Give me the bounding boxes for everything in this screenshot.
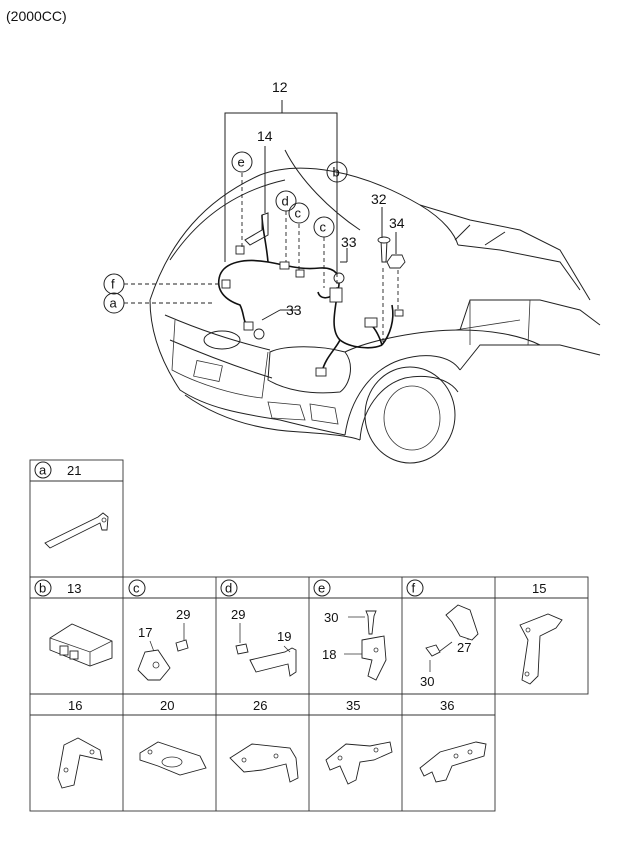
callout-33-lower: 33 xyxy=(286,302,302,318)
part-36-label: 36 xyxy=(440,698,454,713)
circle-callout-f: f xyxy=(103,273,125,295)
part-19-shape xyxy=(249,647,297,677)
part-30-bolt-e xyxy=(365,610,377,635)
leader-lines xyxy=(124,100,399,345)
part-17-shape xyxy=(137,649,171,681)
circle-callout-c-upper: c xyxy=(288,202,310,224)
part-29-bolt-c xyxy=(175,639,189,652)
cell-16: 16 xyxy=(57,698,103,789)
svg-text:a: a xyxy=(110,296,118,311)
badge-shape xyxy=(203,330,241,350)
part-26-shape xyxy=(229,743,299,783)
svg-text:b: b xyxy=(39,581,46,596)
wiring-harness xyxy=(218,212,406,377)
cell-e: e 30 18 xyxy=(313,579,387,681)
part-17-label: 17 xyxy=(138,625,152,640)
svg-text:d: d xyxy=(282,194,289,209)
part-18-shape xyxy=(361,635,387,681)
part-30-label-e: 30 xyxy=(324,610,338,625)
svg-text:d: d xyxy=(225,581,232,596)
cell-c: c 29 17 xyxy=(128,579,190,681)
part-16-label: 16 xyxy=(68,698,82,713)
wheel-inner xyxy=(383,385,441,451)
cell-20: 20 xyxy=(139,698,207,776)
part-18-label: 18 xyxy=(322,647,336,662)
cell-35: 35 xyxy=(325,698,393,785)
part-30-bolt-f xyxy=(425,644,441,657)
part-36-shape xyxy=(419,741,487,783)
parts-grid xyxy=(29,459,589,812)
part-13-label: 13 xyxy=(67,581,81,596)
callout-14: 14 xyxy=(257,128,273,144)
part-29-label-c: 29 xyxy=(176,607,190,622)
svg-text:c: c xyxy=(320,220,327,235)
vehicle-illustration xyxy=(149,149,601,464)
part-21-shape xyxy=(44,512,109,549)
part-21-label: 21 xyxy=(67,463,81,478)
circle-callout-e: e xyxy=(231,151,253,173)
part-15-label: 15 xyxy=(532,581,546,596)
part-35-shape xyxy=(325,741,393,785)
part-27-shape xyxy=(445,604,479,641)
part-15-shape xyxy=(519,613,563,685)
part-29-label-d: 29 xyxy=(231,607,245,622)
callout-33-upper: 33 xyxy=(341,234,357,250)
wheel-outer xyxy=(364,366,456,464)
svg-text:f: f xyxy=(412,581,416,596)
part-29-bolt-d xyxy=(235,643,249,655)
cell-b: b 13 xyxy=(34,579,113,667)
cell-26: 26 xyxy=(229,698,299,783)
cell-d: d 29 19 xyxy=(220,579,297,677)
circle-callout-b: b xyxy=(326,161,348,183)
svg-text:c: c xyxy=(295,206,302,221)
callout-12: 12 xyxy=(272,79,288,95)
svg-text:c: c xyxy=(133,581,140,596)
circle-callout-a: a xyxy=(103,292,125,314)
circle-callout-c-lower: c xyxy=(313,216,335,238)
circle-callout-d: d xyxy=(275,190,297,212)
part-20-label: 20 xyxy=(160,698,174,713)
part-20-shape xyxy=(139,741,207,776)
engine-label: (2000CC) xyxy=(6,8,67,24)
part-27-label: 27 xyxy=(457,640,471,655)
svg-text:f: f xyxy=(111,277,115,292)
part-30-label-f: 30 xyxy=(420,674,434,689)
part-35-label: 35 xyxy=(346,698,360,713)
svg-text:e: e xyxy=(238,155,245,170)
cell-a: a 21 xyxy=(34,461,109,549)
svg-text:e: e xyxy=(318,581,325,596)
svg-text:a: a xyxy=(39,463,47,478)
callout-34: 34 xyxy=(389,215,405,231)
cell-15: 15 xyxy=(519,581,563,685)
part-19-label: 19 xyxy=(277,629,291,644)
part-13-shape xyxy=(49,623,113,667)
svg-text:b: b xyxy=(333,165,340,180)
cell-f: f 27 30 xyxy=(406,579,479,689)
part-26-label: 26 xyxy=(253,698,267,713)
part-16-shape xyxy=(57,737,103,789)
callout-32: 32 xyxy=(371,191,387,207)
cell-36: 36 xyxy=(419,698,487,783)
